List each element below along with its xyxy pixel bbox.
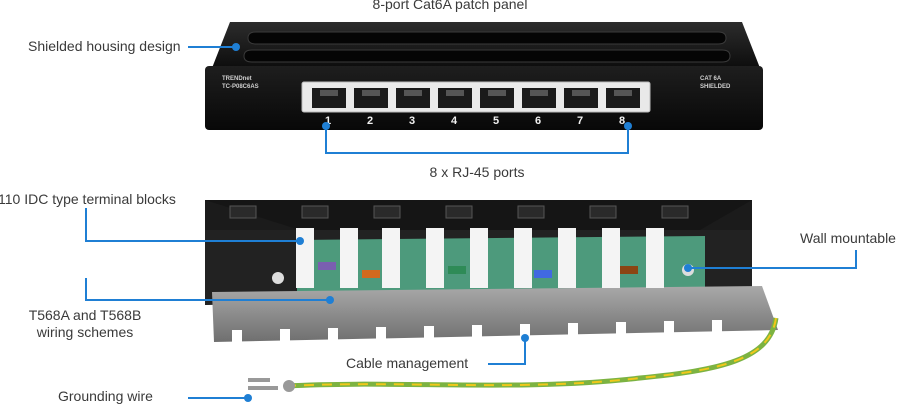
shielded-housing-label: Shielded housing design: [28, 38, 181, 54]
callout-dots: [232, 43, 692, 402]
port-number: 5: [493, 115, 499, 127]
model-print: TC-P08C6AS: [222, 84, 259, 90]
grounding-wire-label: Grounding wire: [58, 388, 153, 404]
idc-blocks-label: 110 IDC type terminal blocks: [0, 191, 176, 207]
wiring-label-line2: wiring schemes: [36, 324, 134, 340]
wiring-label-line1: T568A and T568B: [28, 307, 142, 323]
mounting-hole: [272, 272, 284, 284]
shielded-print: SHIELDED: [700, 84, 731, 90]
cat-print: CAT 6A: [700, 76, 722, 82]
patch-panel-rear: [205, 200, 778, 344]
wiring-schemes-label: T568A and T568B wiring schemes: [10, 307, 160, 341]
idc-terminal-blocks: [296, 228, 664, 288]
rj45-ports-label: 8 x RJ-45 ports: [429, 164, 525, 180]
port-number: 6: [535, 115, 541, 127]
rj45-port-row: [312, 88, 640, 108]
wiring-scheme-marks: [318, 262, 638, 278]
port-number: 4: [451, 115, 458, 127]
brand-print: TRENDnet: [222, 76, 252, 82]
port-number: 8: [619, 115, 625, 127]
rear-jack-row: [229, 205, 689, 219]
port-number: 3: [409, 115, 415, 127]
wall-mountable-label: Wall mountable: [800, 230, 896, 246]
port-number: 1: [325, 115, 331, 127]
cable-management-label: Cable management: [346, 355, 469, 371]
port-number: 2: [367, 115, 373, 127]
ground-lug: [283, 380, 295, 392]
patch-panel-front: [205, 22, 763, 130]
page-title: 8-port Cat6A patch panel: [372, 0, 528, 12]
port-number: 7: [577, 115, 583, 127]
port-number-row: 1 2 3 4 5 6 7 8: [325, 115, 625, 127]
callout-lines: [85, 46, 857, 399]
